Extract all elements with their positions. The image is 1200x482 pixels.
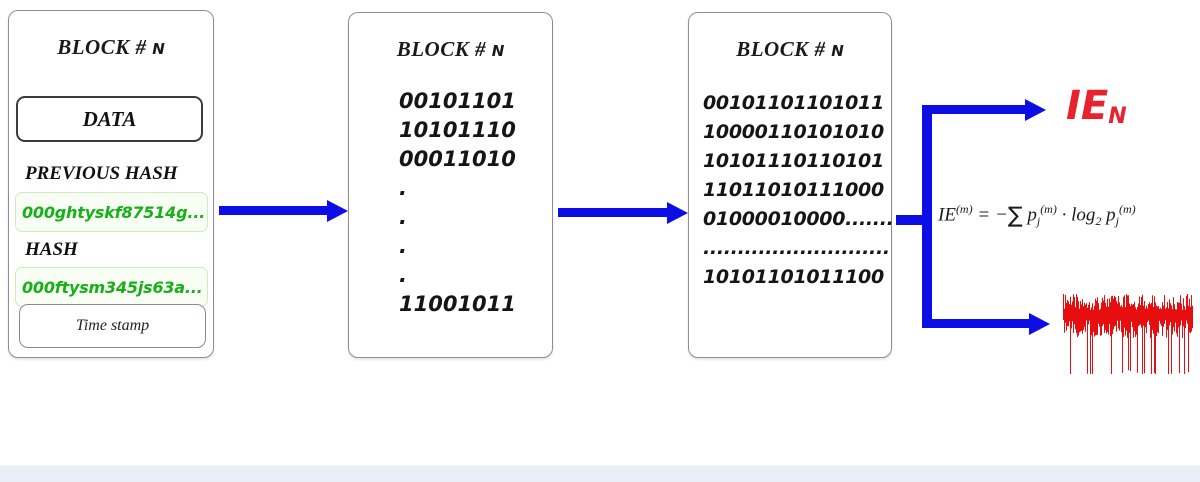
entropy-output-label: IEN [1066, 86, 1127, 128]
formula-p: p [1027, 204, 1037, 226]
data-box: DATA [16, 96, 203, 142]
previous-hash-label: PREVIOUS HASH [25, 163, 178, 184]
block3-title-text: BLOCK # [736, 37, 826, 61]
block1-title-n: N [152, 40, 165, 58]
ellipsis-dot: . [399, 205, 407, 229]
binary-line: 01000010000....... [703, 208, 894, 230]
entropy-label-subscript: N [1108, 104, 1127, 129]
formula-cdot: · [1061, 204, 1067, 226]
arrow-block1-to-block2-shaft [219, 206, 328, 215]
block3-title: BLOCK # N [689, 37, 891, 62]
ellipsis-dot: . [399, 234, 407, 258]
binary-line: 10000110101010 [703, 121, 884, 143]
entropy-label-text: IE [1066, 83, 1109, 129]
binary-line: 10101110110101 [703, 150, 884, 172]
formula-sub-j: j [1115, 214, 1119, 229]
formula-equals: = [977, 204, 991, 226]
timestamp-box: Time stamp [19, 304, 206, 348]
entropy-waveform [1063, 294, 1193, 374]
formula-minus: − [994, 204, 1008, 226]
formula-sub-2: 2 [1095, 214, 1102, 229]
arrow-to-entropy-head [1025, 99, 1046, 121]
entropy-formula: IE(m) = −∑ pj(m) · log2 pj(m) [938, 202, 1200, 229]
sigma-symbol: ∑ [1007, 203, 1023, 229]
block2-title-n: N [491, 42, 505, 60]
arrow-block2-to-block3-shaft [558, 208, 668, 217]
ellipsis-dot: . [399, 263, 407, 287]
timestamp-label: Time stamp [75, 317, 150, 334]
formula-sup-m: (m) [1118, 202, 1136, 216]
formula-log: log [1071, 204, 1096, 226]
block-card-2: BLOCK # N 00101101 10101110 00011010 . .… [348, 12, 553, 358]
formula-sup-m: (m) [1040, 202, 1057, 216]
entropy-signal-plot [1062, 292, 1194, 376]
previous-hash-value: 000ghtyskf87514g... [15, 192, 208, 232]
bottom-bar [0, 465, 1200, 482]
arrow-to-signal-head [1029, 313, 1050, 335]
block2-binary-column: 00101101 10101110 00011010 . . . . 11001… [399, 87, 516, 319]
binary-line: 11011010111000 [703, 179, 884, 201]
block1-title-text: BLOCK # [57, 35, 147, 59]
binary-line: 10101110 [399, 118, 516, 142]
hash-label: HASH [25, 239, 78, 260]
arrow-to-signal-shaft [922, 319, 1030, 328]
binary-line: 00101101101011 [703, 92, 884, 114]
ellipsis-dot: . [399, 176, 407, 200]
fork-stub-shaft [896, 215, 924, 225]
fork-vertical-shaft [922, 105, 932, 328]
binary-line: 11001011 [399, 292, 516, 316]
data-label: DATA [82, 106, 137, 131]
binary-line: 00011010 [399, 147, 516, 171]
arrow-block1-to-block2-head [327, 200, 348, 222]
block-card-3: BLOCK # N 00101101101011 10000110101010 … [688, 12, 894, 358]
formula-p: p [1106, 204, 1116, 226]
block3-title-n: N [831, 42, 844, 60]
formula-sup-m: (m) [955, 202, 973, 216]
binary-line: 10101101011100 [703, 266, 884, 288]
dotted-separator-line: ........................... [703, 237, 890, 259]
formula-lhs: IE [938, 204, 956, 226]
binary-line: 00101101 [399, 89, 516, 113]
block1-title: BLOCK # N [9, 35, 213, 60]
formula-sub-j: j [1036, 214, 1041, 229]
block-card-1: BLOCK # N DATA PREVIOUS HASH 000ghtyskf8… [8, 10, 214, 358]
arrow-to-entropy-shaft [922, 105, 1026, 114]
arrow-block2-to-block3-head [667, 202, 688, 224]
hash-value: 000ftysm345js63a... [15, 267, 208, 307]
block2-title-text: BLOCK # [396, 37, 486, 61]
block3-binary-column: 00101101101011 10000110101010 1010111011… [703, 89, 894, 292]
block2-title: BLOCK # N [349, 37, 552, 62]
